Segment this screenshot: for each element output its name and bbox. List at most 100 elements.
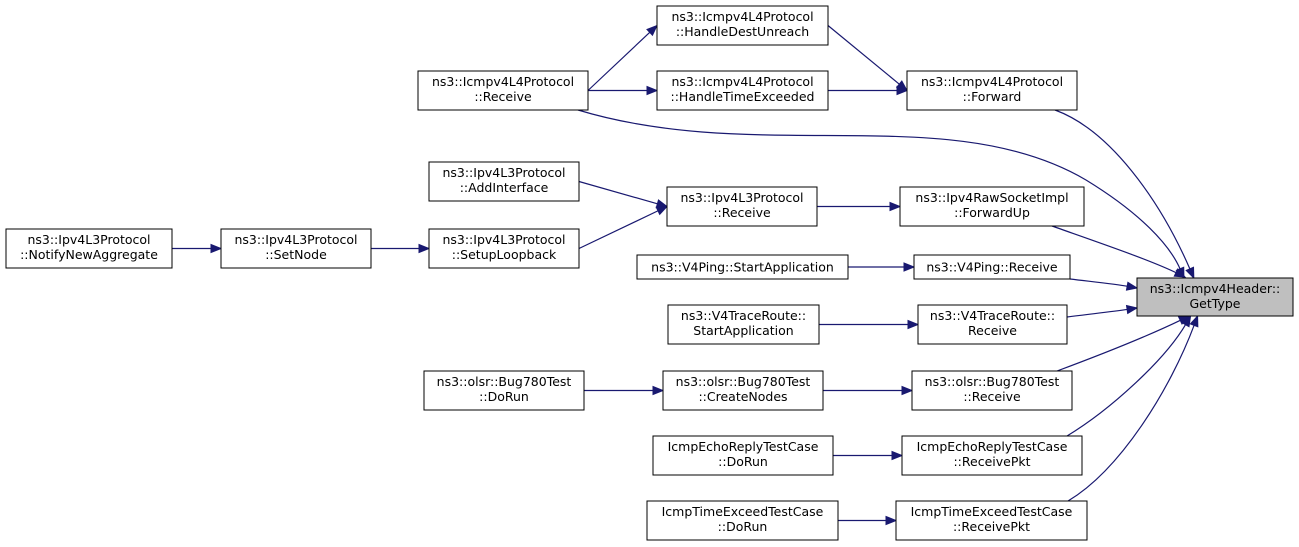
arrowhead-icon — [646, 85, 659, 96]
edge-icmp_handle_dest-to-icmp_forward — [827, 25, 909, 92]
edge-line — [1054, 109, 1191, 270]
edge-v4ping_receive-to-root — [1069, 278, 1139, 291]
node-echo-dorun[interactable]: IcmpEchoReplyTestCase::DoRun — [652, 435, 834, 476]
node-icmp-forward[interactable]: ns3::Icmpv4L4Protocol::Forward — [906, 70, 1078, 111]
node-label-line-1: ns3::Icmpv4L4Protocol — [671, 9, 813, 24]
node-v4trace-start[interactable]: ns3::V4TraceRoute::StartApplication — [667, 304, 820, 345]
edge-ipv4_notify-to-ipv4_setnode — [172, 243, 223, 254]
node-olsr-createnodes[interactable]: ns3::olsr::Bug780Test::CreateNodes — [662, 370, 824, 411]
node-label-line-2: ::DoRun — [718, 454, 768, 469]
edge-v4trace_start-to-v4trace_receive — [819, 319, 920, 330]
arrowhead-icon — [1181, 314, 1192, 328]
node-box — [636, 254, 849, 280]
node-box — [417, 70, 589, 111]
node-label-line-1: ns3::V4Ping::StartApplication — [651, 260, 834, 275]
node-box — [917, 304, 1068, 345]
node-label-line-1: ns3::V4Ping::Receive — [926, 260, 1058, 275]
arrowhead-icon — [210, 243, 223, 254]
node-label-line-1: ns3::Ipv4L3Protocol — [442, 165, 565, 180]
node-root[interactable]: ns3::Icmpv4Header::GetType — [1136, 277, 1294, 317]
node-icmp-handle-dest[interactable]: ns3::Icmpv4L4Protocol::HandleDestUnreach — [656, 5, 829, 46]
node-ipv4-setnode[interactable]: ns3::Ipv4L3Protocol::SetNode — [220, 228, 372, 269]
edge-ipv4_receive-to-raw_forwardup — [817, 201, 902, 212]
node-box — [895, 500, 1088, 541]
node-time-dorun[interactable]: IcmpTimeExceedTestCase::DoRun — [646, 500, 839, 541]
edge-line — [578, 209, 660, 250]
node-box — [652, 435, 834, 476]
node-v4trace-receive[interactable]: ns3::V4TraceRoute::Receive — [917, 304, 1068, 345]
node-v4ping-receive[interactable]: ns3::V4Ping::Receive — [913, 254, 1071, 280]
node-box — [911, 370, 1073, 411]
node-box — [899, 186, 1085, 227]
node-icmp-receive[interactable]: ns3::Icmpv4L4Protocol::Receive — [417, 70, 589, 111]
node-label-line-1: ns3::olsr::Bug780Test — [676, 374, 811, 389]
node-echo-receivepkt[interactable]: IcmpEchoReplyTestCase::ReceivePkt — [901, 435, 1083, 476]
node-box — [662, 370, 824, 411]
node-label-line-2: ::DoRun — [479, 389, 529, 404]
node-ipv4-notify[interactable]: ns3::Ipv4L3Protocol::NotifyNewAggregate — [5, 228, 173, 269]
edge-olsr_dorun-to-olsr_createnodes — [584, 385, 665, 396]
edge-time_receivepkt-to-root — [1067, 314, 1199, 502]
edge-line — [1067, 324, 1195, 502]
node-label-line-1: ns3::V4TraceRoute:: — [930, 308, 1055, 323]
node-label-line-2: ::DoRun — [718, 519, 768, 534]
arrowhead-icon — [646, 24, 658, 37]
node-box — [656, 70, 829, 111]
node-box — [656, 5, 829, 46]
node-box — [666, 186, 818, 227]
arrowhead-icon — [907, 319, 920, 330]
edge-line — [578, 180, 659, 205]
edge-ipv4_addinterface-to-ipv4_receive — [578, 180, 669, 209]
node-ipv4-receive[interactable]: ns3::Ipv4L3Protocol::Receive — [666, 186, 818, 227]
node-olsr-dorun[interactable]: ns3::olsr::Bug780Test::DoRun — [423, 370, 585, 411]
node-box — [1136, 277, 1294, 317]
node-label-line-1: ns3::V4TraceRoute:: — [681, 308, 806, 323]
node-label-line-2: ::HandleDestUnreach — [676, 24, 809, 39]
node-label-line-1: ns3::Icmpv4Header:: — [1150, 281, 1281, 296]
node-label-line-1: ns3::Ipv4L3Protocol — [442, 232, 565, 247]
node-label-line-1: ns3::olsr::Bug780Test — [437, 374, 572, 389]
arrowhead-icon — [418, 243, 431, 254]
edge-ipv4_setuploopback-to-ipv4_receive — [578, 205, 669, 250]
arrowhead-icon — [885, 515, 898, 526]
node-label-line-1: ns3::olsr::Bug780Test — [925, 374, 1060, 389]
node-time-receivepkt[interactable]: IcmpTimeExceedTestCase::ReceivePkt — [895, 500, 1088, 541]
edge-line — [577, 109, 1181, 270]
node-label-line-2: ::ReceivePkt — [953, 519, 1030, 534]
arrowhead-icon — [889, 201, 902, 212]
edge-raw_forwardup-to-root — [1051, 225, 1187, 278]
node-label-line-1: ns3::Icmpv4L4Protocol — [671, 74, 813, 89]
node-label-line-2: ::ForwardUp — [954, 205, 1030, 220]
node-label-line-2: ::SetNode — [265, 247, 327, 262]
arrowhead-icon — [652, 385, 665, 396]
node-box — [913, 254, 1071, 280]
node-ipv4-addinterface[interactable]: ns3::Ipv4L3Protocol::AddInterface — [428, 161, 580, 202]
node-label-line-1: IcmpEchoReplyTestCase — [668, 439, 819, 454]
node-label-line-1: ns3::Ipv4RawSocketImpl — [915, 190, 1068, 205]
node-label-line-2: ::SetupLoopback — [452, 247, 557, 262]
node-label-line-1: ns3::Ipv4L3Protocol — [680, 190, 803, 205]
node-label-line-1: IcmpTimeExceedTestCase — [662, 504, 824, 519]
node-label-line-1: IcmpEchoReplyTestCase — [917, 439, 1068, 454]
node-label-line-1: ns3::Ipv4L3Protocol — [27, 232, 150, 247]
edge-line — [827, 25, 901, 86]
edge-line — [1069, 278, 1129, 287]
node-olsr-receive[interactable]: ns3::olsr::Bug780Test::Receive — [911, 370, 1073, 411]
node-label-line-2: ::Forward — [963, 89, 1022, 104]
node-box — [906, 70, 1078, 111]
arrowhead-icon — [1173, 268, 1187, 278]
node-ipv4-setuploopback[interactable]: ns3::Ipv4L3Protocol::SetupLoopback — [428, 228, 580, 269]
node-label-line-2: StartApplication — [693, 323, 793, 338]
node-icmp-handle-time[interactable]: ns3::Icmpv4L4Protocol::HandleTimeExceede… — [656, 70, 829, 111]
node-label-line-1: ns3::Ipv4L3Protocol — [234, 232, 357, 247]
node-label-line-2: ::AddInterface — [460, 180, 549, 195]
node-box — [646, 500, 839, 541]
node-box — [220, 228, 372, 269]
arrowhead-icon — [1125, 304, 1139, 315]
arrowhead-icon — [891, 450, 904, 461]
edge-olsr_receive-to-root — [1056, 315, 1191, 372]
node-raw-forwardup[interactable]: ns3::Ipv4RawSocketImpl::ForwardUp — [899, 186, 1085, 227]
edge-icmp_forward-to-root — [1054, 109, 1195, 280]
node-label-line-2: ::Receive — [963, 389, 1021, 404]
node-v4ping-start[interactable]: ns3::V4Ping::StartApplication — [636, 254, 849, 280]
